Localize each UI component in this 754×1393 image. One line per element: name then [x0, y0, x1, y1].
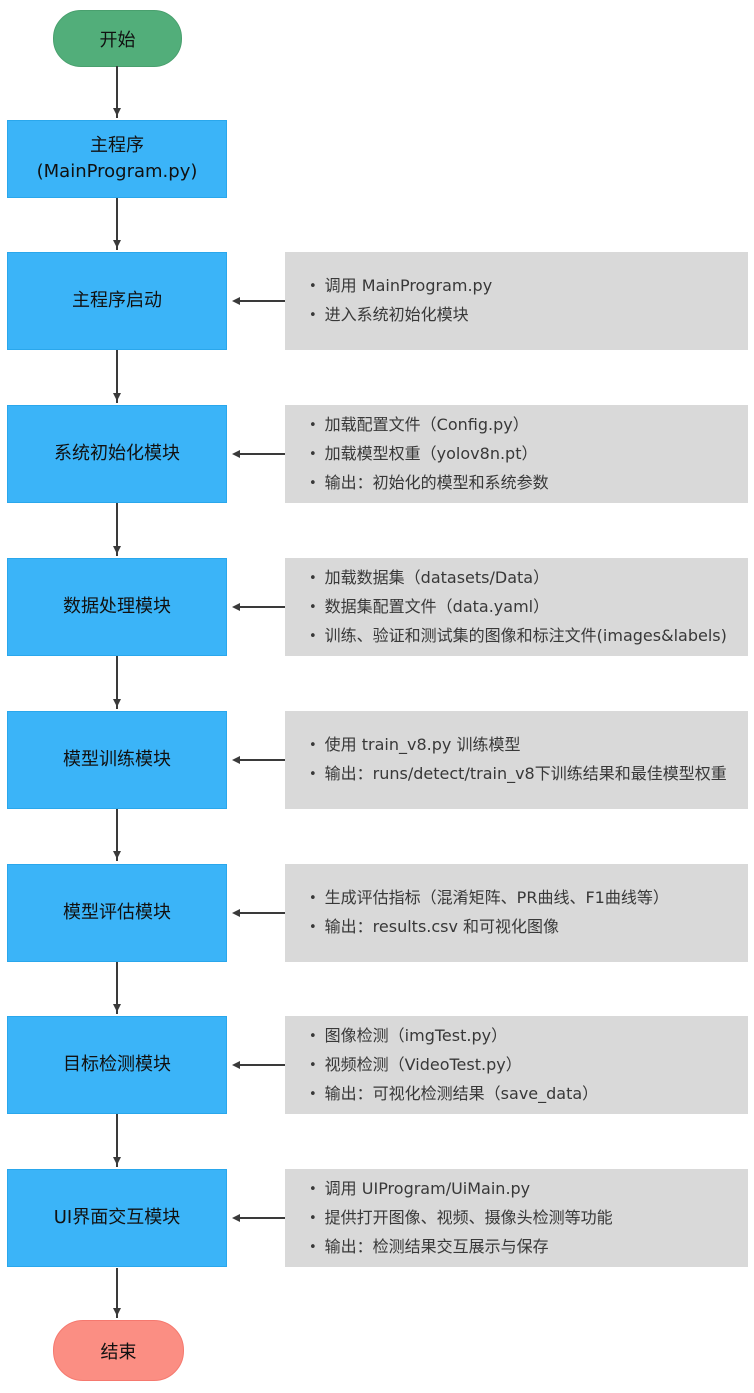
- arrow-left-startup: [232, 297, 285, 305]
- notes-program-startup: 调用 MainProgram.py 进入系统初始化模块: [285, 252, 748, 350]
- start-node: 开始: [53, 10, 182, 67]
- node-title: UI界面交互模块: [53, 1207, 181, 1228]
- note-item: 图像检测（imgTest.py）: [309, 1022, 740, 1051]
- node-title: 数据处理模块: [63, 596, 171, 617]
- arrow-down-ui-to-end: [113, 1268, 121, 1318]
- arrow-left-ui: [232, 1214, 285, 1222]
- arrow-down-detect-to-ui: [113, 1114, 121, 1167]
- start-label: 开始: [99, 29, 136, 51]
- note-item: 进入系统初始化模块: [309, 301, 740, 330]
- node-model-evaluation: 模型评估模块: [7, 864, 227, 962]
- arrow-down-start-to-main: [113, 66, 121, 118]
- note-item: 输出：初始化的模型和系统参数: [309, 469, 740, 498]
- arrow-left-detect: [232, 1061, 285, 1069]
- arrow-left-data: [232, 603, 285, 611]
- node-system-init: 系统初始化模块: [7, 405, 227, 503]
- note-item: 输出：检测结果交互展示与保存: [309, 1233, 740, 1262]
- notes-model-evaluation: 生成评估指标（混淆矩阵、PR曲线、F1曲线等） 输出：results.csv 和…: [285, 864, 748, 962]
- end-label: 结束: [100, 1341, 137, 1363]
- note-item: 加载模型权重（yolov8n.pt）: [309, 440, 740, 469]
- notes-model-training: 使用 train_v8.py 训练模型 输出：runs/detect/train…: [285, 711, 748, 809]
- note-item: 训练、验证和测试集的图像和标注文件(images&labels): [309, 622, 740, 651]
- arrow-down-startup-to-init: [113, 350, 121, 403]
- notes-data-processing: 加载数据集（datasets/Data） 数据集配置文件（data.yaml） …: [285, 558, 748, 656]
- node-model-training: 模型训练模块: [7, 711, 227, 809]
- node-main-title: 主程序: [90, 135, 144, 156]
- note-item: 视频检测（VideoTest.py）: [309, 1051, 740, 1080]
- node-title: 模型评估模块: [63, 902, 171, 923]
- note-item: 提供打开图像、视频、摄像头检测等功能: [309, 1204, 740, 1233]
- node-title: 目标检测模块: [63, 1054, 171, 1075]
- arrow-down-training-to-eval: [113, 809, 121, 861]
- node-object-detection: 目标检测模块: [7, 1016, 227, 1114]
- note-item: 生成评估指标（混淆矩阵、PR曲线、F1曲线等）: [309, 884, 740, 913]
- node-main-program: 主程序 (MainProgram.py): [7, 120, 227, 198]
- node-main-subtitle: (MainProgram.py): [36, 161, 198, 182]
- note-item: 使用 train_v8.py 训练模型: [309, 731, 740, 760]
- note-item: 输出：可视化检测结果（save_data）: [309, 1080, 740, 1109]
- note-item: 加载配置文件（Config.py）: [309, 411, 740, 440]
- end-node: 结束: [53, 1320, 184, 1381]
- arrow-left-eval: [232, 909, 285, 917]
- node-title: 模型训练模块: [63, 749, 171, 770]
- arrow-down-data-to-training: [113, 656, 121, 709]
- note-item: 数据集配置文件（data.yaml）: [309, 593, 740, 622]
- node-title: 主程序启动: [72, 290, 162, 311]
- note-item: 输出：runs/detect/train_v8下训练结果和最佳模型权重: [309, 760, 740, 789]
- notes-system-init: 加载配置文件（Config.py） 加载模型权重（yolov8n.pt） 输出：…: [285, 405, 748, 503]
- note-item: 输出：results.csv 和可视化图像: [309, 913, 740, 942]
- node-ui-interaction: UI界面交互模块: [7, 1169, 227, 1267]
- notes-ui-interaction: 调用 UIProgram/UiMain.py 提供打开图像、视频、摄像头检测等功…: [285, 1169, 748, 1267]
- node-data-processing: 数据处理模块: [7, 558, 227, 656]
- arrow-left-init: [232, 450, 285, 458]
- arrow-down-eval-to-detect: [113, 962, 121, 1014]
- arrow-down-main-to-startup: [113, 198, 121, 250]
- arrow-left-training: [232, 756, 285, 764]
- note-item: 调用 UIProgram/UiMain.py: [309, 1175, 740, 1204]
- note-item: 调用 MainProgram.py: [309, 272, 740, 301]
- node-title: 系统初始化模块: [54, 443, 180, 464]
- arrow-down-init-to-data: [113, 503, 121, 556]
- notes-object-detection: 图像检测（imgTest.py） 视频检测（VideoTest.py） 输出：可…: [285, 1016, 748, 1114]
- note-item: 加载数据集（datasets/Data）: [309, 564, 740, 593]
- node-program-startup: 主程序启动: [7, 252, 227, 350]
